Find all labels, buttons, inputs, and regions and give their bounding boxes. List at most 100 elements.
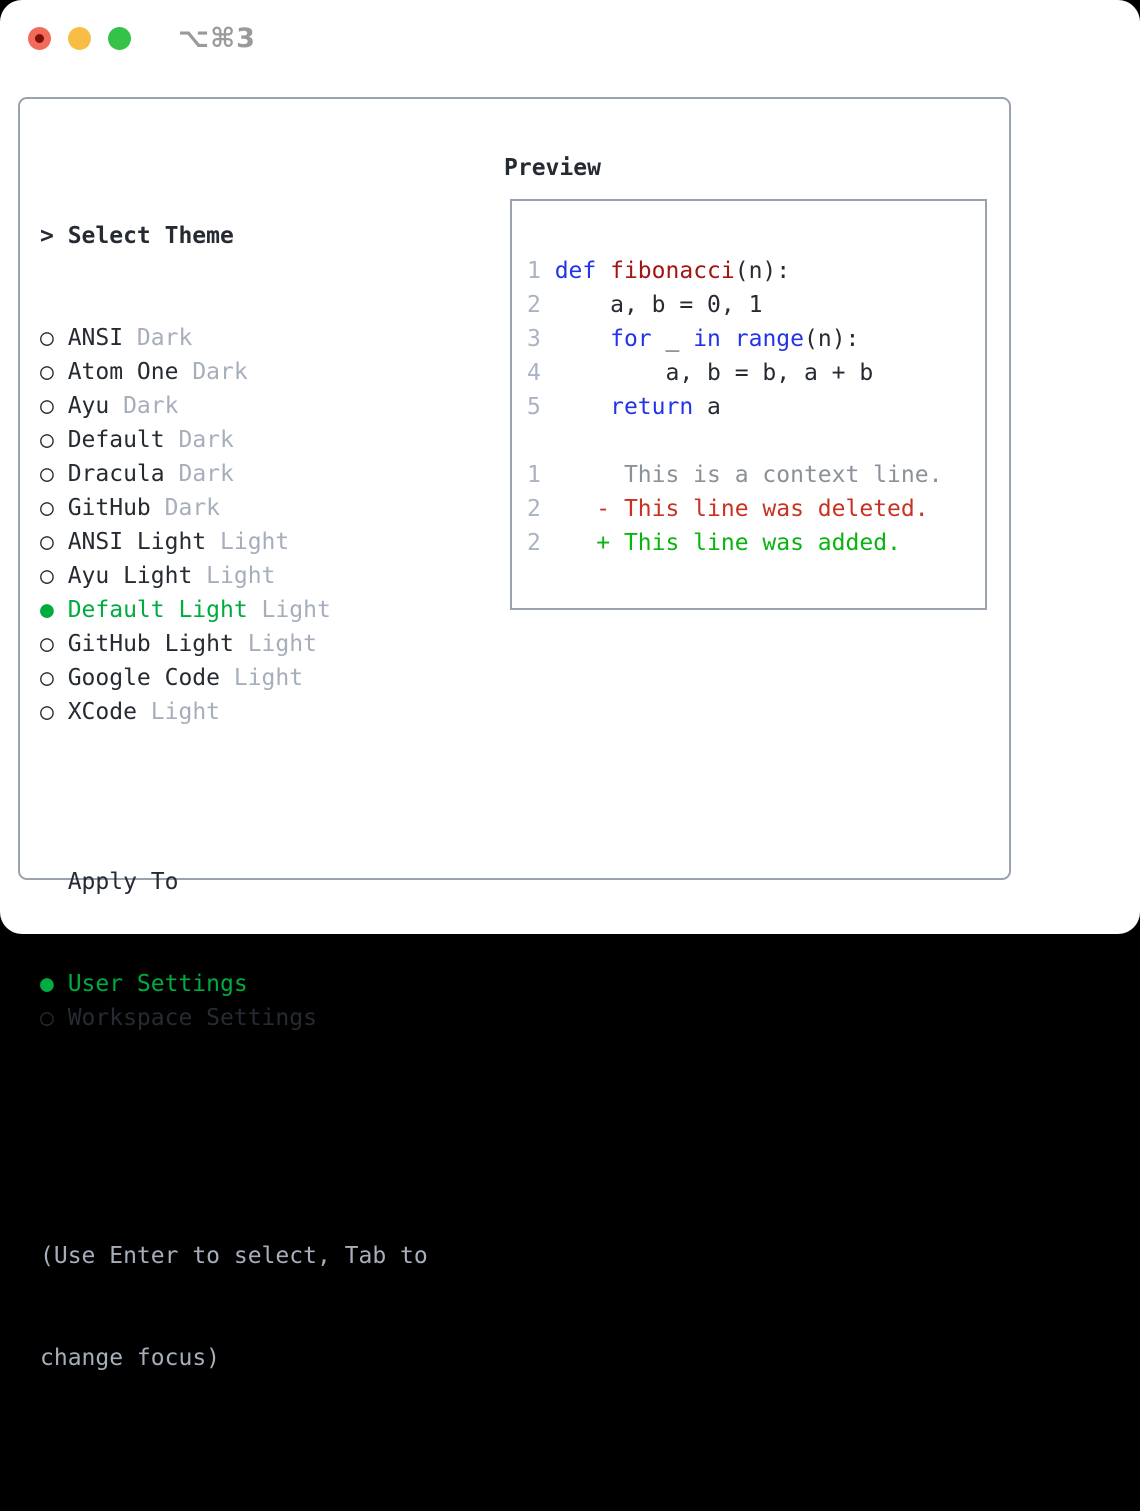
preview-heading: Preview [504,155,601,181]
code-segment-plain [596,258,610,284]
app-window: ⌥⌘3 >Select Theme ○ANSI Dark○Atom One Da… [0,0,1140,1371]
radio-unselected-icon: ○ [40,325,54,351]
code-line: 2 + This line was added. [527,526,942,560]
theme-variant-tag: Dark [123,325,193,351]
prompt-icon: > [40,223,54,249]
code-segment-kw: def [554,258,597,284]
theme-variant-tag: Light [136,699,221,725]
code-segment-plain: a [693,394,721,420]
radio-unselected-icon: ○ [40,1005,54,1031]
code-line: 1 def fibonacci(n): [527,254,942,288]
theme-variant-tag: Dark [164,461,234,487]
radio-unselected-icon: ○ [40,529,54,555]
code-segment-del: - This line was deleted. [554,496,929,522]
theme-option[interactable]: ○GitHub Dark [40,491,428,525]
line-number: 2 [527,496,555,522]
select-theme-heading: > Select Theme [40,219,428,253]
theme-variant-tag: Light [233,631,317,657]
theme-option-label: GitHub Light [67,631,234,657]
close-button[interactable] [28,26,51,50]
theme-variant-tag: Dark [109,393,179,419]
code-segment-plain [721,326,735,352]
theme-option-label: XCode [67,699,137,725]
code-segment-kw: for [610,326,652,352]
code-segment-plain: (n): [734,258,791,284]
line-number: 3 [527,326,555,352]
theme-option[interactable]: ○Ayu Light Light [40,559,428,593]
theme-option-label: Google Code [67,665,221,691]
code-line: 1 This is a context line. [527,458,942,492]
theme-option[interactable]: ●Default Light Light [40,593,428,627]
theme-variant-tag: Dark [178,359,248,385]
apply-target-option[interactable]: ○ Workspace Settings [40,1001,428,1035]
code-segment-kw: in [693,326,721,352]
radio-unselected-icon: ○ [40,393,54,419]
radio-unselected-icon: ○ [40,699,54,725]
code-segment-kw: range [734,326,804,352]
radio-selected-icon: ● [40,971,54,997]
code-segment-ctx: This is a context line. [554,462,943,488]
apply-target-option[interactable]: ● User Settings [40,967,428,1001]
hint-line-2: change focus) [40,1345,221,1371]
theme-option[interactable]: ○Dracula Dark [40,457,428,491]
blank-line [527,424,942,458]
code-segment-fn: fibonacci [610,258,735,284]
code-segment-kw: return [610,394,694,420]
hint-line-1: (Use Enter to select, Tab to [40,1243,428,1269]
theme-option-label: Default [67,427,165,453]
theme-variant-tag: Light [206,529,290,555]
hint-text: (Use Enter to select, Tab to change focu… [40,1171,428,1443]
line-number: 4 [527,360,555,386]
apply-to-heading: Apply To [40,865,428,899]
radio-unselected-icon: ○ [40,461,54,487]
theme-list: ○ANSI Dark○Atom One Dark○Ayu Dark○Defaul… [40,321,428,729]
theme-option[interactable]: ○ Default Dark [40,423,428,457]
line-number: 5 [527,394,555,420]
line-number: 1 [527,258,555,284]
theme-list-column: >Select Theme ○ANSI Dark○Atom One Dark○A… [40,151,428,1511]
code-line: 2 - This line was deleted. [527,492,942,526]
code-line: 4 a, b = b, a + b [527,356,942,390]
code-segment-plain [555,394,610,420]
theme-variant-tag: Light [220,665,304,691]
theme-option[interactable]: ○ ANSI Dark [40,321,428,355]
line-number: 2 [527,292,555,318]
theme-option-label: ANSI [67,325,124,351]
select-theme-heading-label: Select Theme [67,223,234,249]
theme-picker-panel: >Select Theme ○ANSI Dark○Atom One Dark○A… [18,97,1011,1371]
theme-variant-tag: Dark [164,427,234,453]
theme-option[interactable]: ○ANSI Light Light [40,525,428,559]
apply-target-option-label: Workspace Settings [67,1005,317,1031]
apply-target-option-label: User Settings [67,971,248,997]
theme-option[interactable]: ○ GitHub Light Light [40,627,428,661]
radio-unselected-icon: ○ [40,427,54,453]
code-segment-plain: a, b = b, a + b [554,360,874,386]
radio-unselected-icon: ○ [40,665,54,691]
apply-to-list: ● User Settings ○ Workspace Settings [40,967,428,1035]
theme-option[interactable]: ○Atom One Dark [40,355,428,389]
radio-unselected-icon: ○ [40,631,54,657]
theme-option-label: Atom One [67,359,179,385]
code-segment-add: + This line was added. [554,530,901,556]
theme-option-label: Default Light [67,597,248,623]
theme-variant-tag: Dark [150,495,221,521]
close-button-dot [35,33,44,43]
theme-option[interactable]: ○ XCode Light [40,695,428,729]
radio-unselected-icon: ○ [40,563,54,589]
radio-unselected-icon: ○ [40,495,54,521]
titlebar: ⌥⌘3 [28,23,256,54]
code-line: 2 a, b = 0, 1 [527,288,942,322]
theme-variant-tag: Light [247,597,331,623]
minimize-button[interactable] [68,26,91,50]
theme-option-label: Ayu [67,393,110,419]
line-number: 2 [527,530,555,556]
zoom-button[interactable] [108,26,131,50]
theme-option[interactable]: ○ Ayu Dark [40,389,428,423]
apply-to-heading-label: Apply To [67,869,179,895]
code-segment-plain: (n): [804,326,860,352]
code-line: 5 return a [527,390,942,424]
theme-variant-tag: Light [192,563,276,589]
window-title-shortcut: ⌥⌘3 [178,22,256,54]
theme-option[interactable]: ○ Google Code Light [40,661,428,695]
